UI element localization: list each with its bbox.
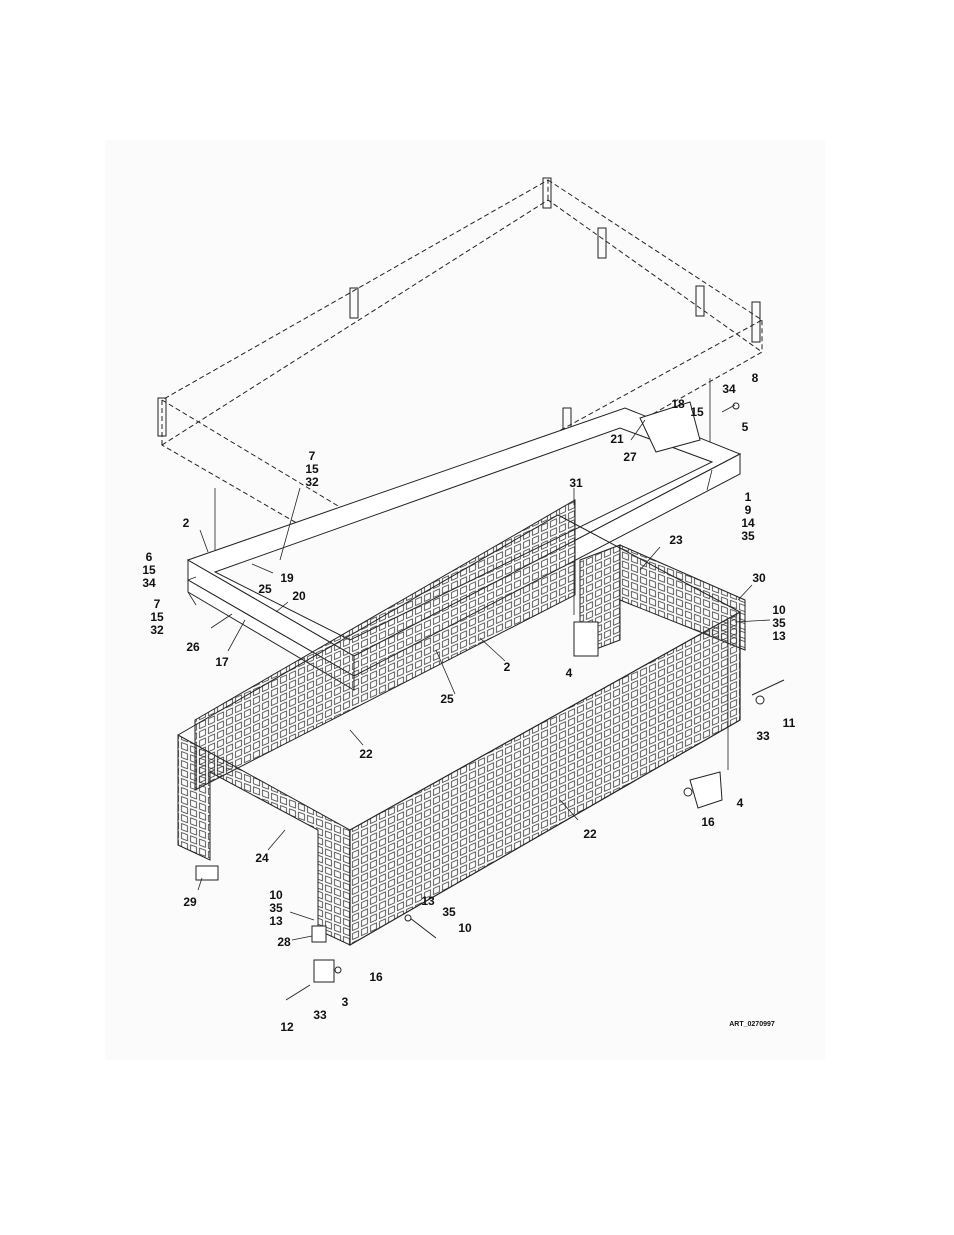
callout-2: 2: [183, 516, 190, 530]
callout-25: 25: [258, 582, 272, 596]
callout-6: 6: [146, 550, 153, 564]
callout-13: 13: [421, 894, 435, 908]
callout-35: 35: [269, 901, 283, 915]
callout-4: 4: [737, 796, 744, 810]
leader-lines: [187, 404, 771, 941]
callout-35: 35: [442, 905, 456, 919]
callout-13: 13: [269, 914, 283, 928]
callout-31: 31: [569, 476, 583, 490]
callout-13: 13: [772, 629, 786, 643]
callout-25: 25: [440, 692, 454, 706]
callout-4: 4: [566, 666, 573, 680]
callout-15: 15: [305, 462, 319, 476]
callout-16: 16: [701, 815, 715, 829]
callout-10: 10: [772, 603, 786, 617]
callout-28: 28: [277, 935, 291, 949]
art-code: ART_0270997: [729, 1021, 775, 1028]
callout-34: 34: [142, 576, 156, 590]
callout-8: 8: [752, 371, 759, 385]
callout-22: 22: [359, 747, 373, 761]
callout-2: 2: [504, 660, 511, 674]
callout-1: 1: [745, 490, 752, 504]
callout-12: 12: [280, 1020, 294, 1034]
callout-35: 35: [772, 616, 786, 630]
callout-14: 14: [741, 516, 755, 530]
callout-22: 22: [583, 827, 597, 841]
callout-20: 20: [292, 589, 306, 603]
callout-5: 5: [742, 420, 749, 434]
callout-21: 21: [610, 432, 624, 446]
callout-33: 33: [756, 729, 770, 743]
front-mesh-wall: [177, 514, 741, 947]
callout-10: 10: [458, 921, 472, 935]
hardware: [195, 402, 785, 1001]
callout-32: 32: [150, 623, 164, 637]
callout-19: 19: [280, 571, 294, 585]
callout-32: 32: [305, 475, 319, 489]
callout-15: 15: [150, 610, 164, 624]
callout-35: 35: [741, 529, 755, 543]
callout-7: 7: [154, 597, 161, 611]
callout-33: 33: [313, 1008, 327, 1022]
callout-30: 30: [752, 571, 766, 585]
callout-34: 34: [722, 382, 736, 396]
callout-24: 24: [255, 851, 269, 865]
callout-29: 29: [183, 895, 197, 909]
callout-labels: 8 34 5 18 15 21 27 1 9 14 35 7 15 32 31 …: [142, 371, 795, 1034]
callout-10: 10: [269, 888, 283, 902]
callout-26: 26: [186, 640, 200, 654]
callout-3: 3: [342, 995, 349, 1009]
callout-9: 9: [745, 503, 752, 517]
callout-18: 18: [671, 397, 685, 411]
callout-7: 7: [309, 449, 316, 463]
callout-16: 16: [369, 970, 383, 984]
callout-11: 11: [783, 716, 796, 730]
callout-15: 15: [142, 563, 156, 577]
left-end-mesh: [177, 734, 351, 946]
callout-17: 17: [215, 655, 229, 669]
callout-23: 23: [669, 533, 683, 547]
callout-27: 27: [623, 450, 637, 464]
callout-15: 15: [690, 405, 704, 419]
